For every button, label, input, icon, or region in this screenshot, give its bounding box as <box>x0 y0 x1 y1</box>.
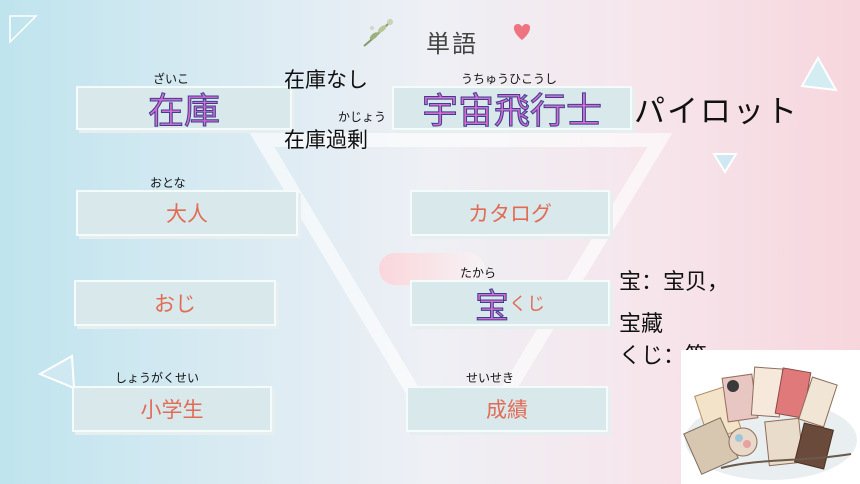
word-katarogu: カタログ <box>468 202 552 226</box>
word-oji: おじ <box>154 292 196 316</box>
word-box-oji: おじ <box>74 280 276 326</box>
heart-icon <box>513 24 531 40</box>
word-box-takarakuji: 宝くじ <box>410 280 610 327</box>
word-kuji-kana: くじ <box>509 294 545 315</box>
word-uchuuhikoushi: 宇宙飛行士 <box>421 91 602 133</box>
triangle-decoration-top-right <box>800 56 838 92</box>
word-box-shougakusei: 小学生 <box>72 386 272 432</box>
word-box-katarogu: カタログ <box>410 190 610 236</box>
pill-decoration <box>379 253 485 285</box>
takara-ruby: たから <box>460 266 497 280</box>
note-zaiko-kajou: 在庫過剰 <box>284 128 368 152</box>
lottery-tickets-illustration <box>681 350 860 484</box>
lottery-tickets-drawing <box>683 366 857 480</box>
word-zaiko: 在庫 <box>147 91 220 133</box>
note-pilot: パイロット <box>634 94 799 130</box>
word-box-otona: 大人 <box>76 190 298 236</box>
word-takara-kanji: 宝 <box>475 286 510 327</box>
word-otona: 大人 <box>166 202 208 226</box>
uchuu-ruby: うちゅうひこうし <box>461 72 558 86</box>
triangle-decoration-left <box>38 354 76 390</box>
word-box-zaiko: 在庫 <box>76 86 292 133</box>
zaiko-ruby: ざいこ <box>153 72 190 86</box>
word-seiseki: 成績 <box>486 398 528 422</box>
note-takara-line1: 宝：宝贝， <box>619 270 730 295</box>
flower-sprig-icon <box>363 19 393 47</box>
corner-triangle-decoration <box>9 15 38 44</box>
page-title: 単語 <box>426 30 478 58</box>
kajou-ruby: かじょう <box>338 110 387 124</box>
triangle-decoration-small <box>712 153 738 174</box>
word-box-uchuuhikoushi: 宇宙飛行士 <box>392 86 632 133</box>
seiseki-ruby: せいせき <box>466 371 515 385</box>
note-takara-line2: 宝藏 <box>619 312 664 337</box>
note-zaiko-nashi: 在庫なし <box>284 68 368 92</box>
otona-ruby: おとな <box>150 176 186 190</box>
shougakusei-ruby: しょうがくせい <box>115 371 200 385</box>
word-shougakusei: 小学生 <box>140 398 204 422</box>
word-box-seiseki: 成績 <box>406 386 608 432</box>
